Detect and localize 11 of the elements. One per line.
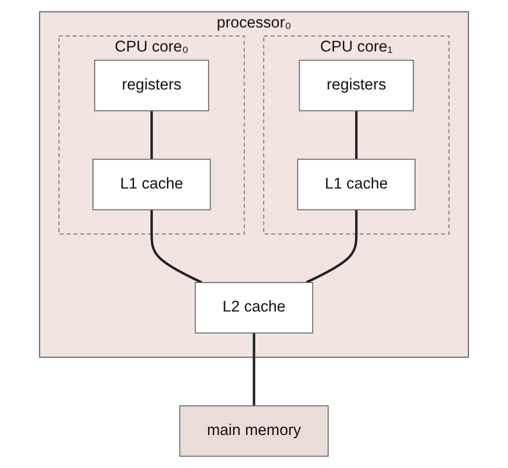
connector: [150, 210, 202, 284]
node-box: main memory: [179, 405, 329, 457]
connector: [355, 110, 358, 160]
node-box: registers: [298, 60, 414, 112]
node-box: registers: [94, 60, 210, 112]
node-box: L1 cache: [92, 158, 211, 210]
connector: [306, 210, 358, 284]
node-box: L2 cache: [194, 282, 314, 334]
connector: [150, 110, 153, 160]
node-box: L1 cache: [297, 158, 416, 210]
connector: [252, 332, 256, 406]
